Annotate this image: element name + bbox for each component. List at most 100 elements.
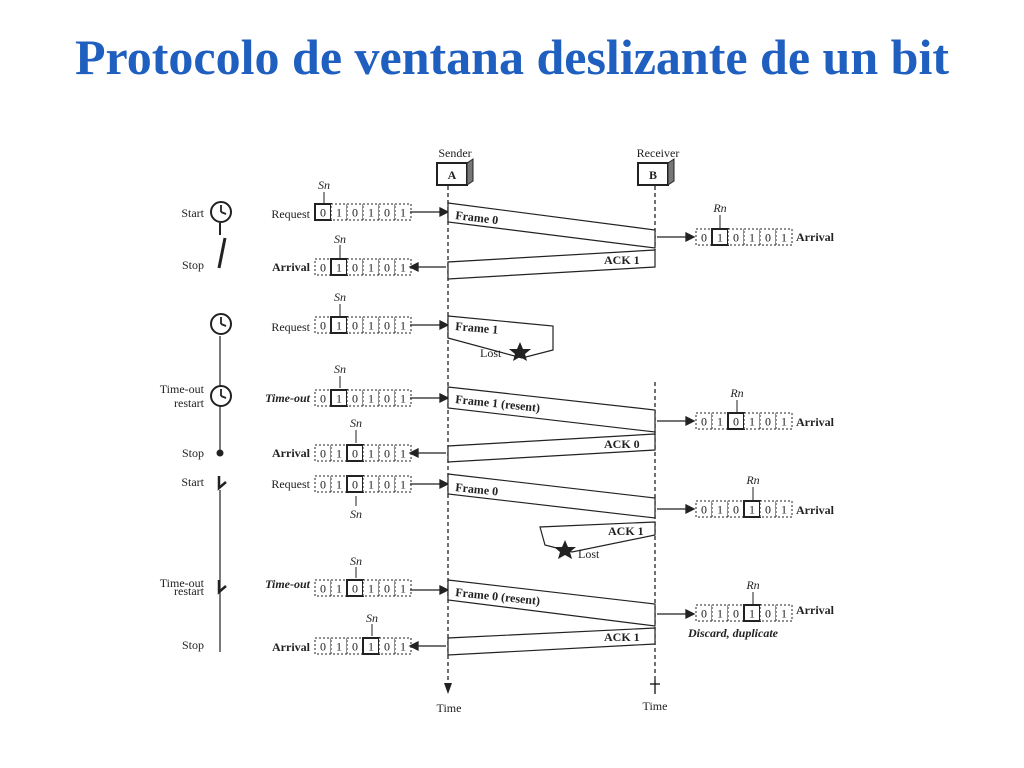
- clock-icon: [210, 313, 232, 335]
- window-cell-bit: 0: [701, 503, 707, 517]
- window-cell-bit: 1: [368, 206, 374, 220]
- window-cell-bit: 1: [400, 640, 406, 654]
- timer-stop-2: Stop: [182, 446, 204, 460]
- window-cell-bit: 0: [384, 447, 390, 461]
- window-cell-bit: 1: [717, 231, 723, 245]
- window-cell-bit: 1: [336, 261, 342, 275]
- window-cell-bit: 0: [384, 582, 390, 596]
- window-cell-bit: 0: [352, 206, 358, 220]
- window-cell: [775, 500, 793, 518]
- window-cell-bit: 1: [368, 447, 374, 461]
- window-cell-bit: 0: [320, 206, 326, 220]
- time-label-receiver: Time: [643, 699, 668, 713]
- receiver-arrival-2: Arrival: [796, 415, 835, 429]
- window-cell-bit: 1: [368, 392, 374, 406]
- ack1-label-1: ACK 1: [604, 253, 640, 267]
- window-cell-bit: 0: [320, 582, 326, 596]
- timer-stop-1: Stop: [182, 258, 204, 272]
- window-cell-bit: 1: [368, 640, 374, 654]
- window-cell: [775, 412, 793, 430]
- window-cell-bit: 0: [352, 392, 358, 406]
- window-cell-bit: 1: [336, 319, 342, 333]
- frame1-label: Frame 1: [455, 319, 499, 337]
- window-cell-bit: 0: [320, 640, 326, 654]
- window-cell-bit: 1: [336, 582, 342, 596]
- band-ack1-first: [447, 249, 656, 280]
- window-cell-bit: 1: [781, 607, 787, 621]
- window-cell-bit: 1: [368, 582, 374, 596]
- timer-start-2: Start: [181, 475, 204, 489]
- sn-label: Sn: [350, 416, 362, 430]
- window-cell: [775, 604, 793, 622]
- window-cell-bit: 0: [352, 582, 358, 596]
- ack1-label-2: ACK 1: [608, 524, 644, 538]
- window-cell-bit: 0: [352, 319, 358, 333]
- window-cell-bit: 1: [336, 447, 342, 461]
- window-cell-bit: 0: [733, 231, 739, 245]
- window-cell-bit: 1: [781, 415, 787, 429]
- band-ack0: [447, 433, 656, 463]
- window-cell-bit: 0: [352, 261, 358, 275]
- window-cell-bit: 0: [765, 231, 771, 245]
- rn-label: Rn: [745, 578, 759, 592]
- clock-icon: [210, 385, 232, 407]
- window-cell-bit: 0: [765, 607, 771, 621]
- window-cell-bit: 1: [336, 478, 342, 492]
- restart-tick: [217, 580, 227, 595]
- window-cell-bit: 1: [400, 582, 406, 596]
- sn-label: Sn: [366, 611, 378, 625]
- receiver-arrival-1: Arrival: [796, 230, 835, 244]
- event-arrival-1: Arrival: [272, 260, 311, 274]
- sender-label: Sender: [438, 146, 471, 160]
- lost-star-icon: [554, 540, 576, 559]
- window-cell-bit: 1: [368, 478, 374, 492]
- timer-timeout-2: Time-out: [160, 576, 205, 590]
- band-ack1-last: [447, 627, 656, 656]
- window-cell-bit: 1: [400, 478, 406, 492]
- window-cell-bit: 1: [781, 503, 787, 517]
- sn-label: Sn: [334, 290, 346, 304]
- event-arrival-2: Arrival: [272, 446, 311, 460]
- window-cell-bit: 0: [320, 392, 326, 406]
- window-cell-bit: 1: [781, 231, 787, 245]
- discard-duplicate-label: Discard, duplicate: [687, 626, 779, 640]
- event-timeout-1: Time-out: [265, 391, 311, 405]
- window-cell-bit: 0: [384, 206, 390, 220]
- timer-start-1: Start: [181, 206, 204, 220]
- page-title: Protocolo de ventana deslizante de un bi…: [74, 29, 950, 85]
- window-cell-bit: 1: [400, 206, 406, 220]
- window-cell-bit: 0: [320, 447, 326, 461]
- window-cell-bit: 1: [336, 206, 342, 220]
- lost-label-2: Lost: [578, 547, 600, 561]
- band-frame1-lost: [447, 315, 554, 359]
- window-cell: [775, 228, 793, 246]
- window-cell-bit: 1: [749, 415, 755, 429]
- window-cell-bit: 1: [717, 607, 723, 621]
- sender-box-letter: A: [448, 168, 457, 182]
- window-cell-bit: 0: [320, 261, 326, 275]
- window-cell-bit: 0: [384, 478, 390, 492]
- window-cell-bit: 0: [384, 392, 390, 406]
- event-arrival-3: Arrival: [272, 640, 311, 654]
- rn-label: Rn: [729, 386, 743, 400]
- window-cell-bit: 1: [368, 261, 374, 275]
- timer-restart-2: restart: [174, 584, 205, 598]
- window-cell: [394, 579, 412, 597]
- window-cell-bit: 1: [400, 447, 406, 461]
- window-cell-bit: 0: [352, 640, 358, 654]
- ack0-label: ACK 0: [604, 437, 640, 451]
- sn-label: Sn: [318, 178, 330, 192]
- receiver-label: Receiver: [637, 146, 680, 160]
- sn-label: Sn: [334, 232, 346, 246]
- timer-restart-1: restart: [174, 396, 205, 410]
- window-cell-bit: 0: [765, 503, 771, 517]
